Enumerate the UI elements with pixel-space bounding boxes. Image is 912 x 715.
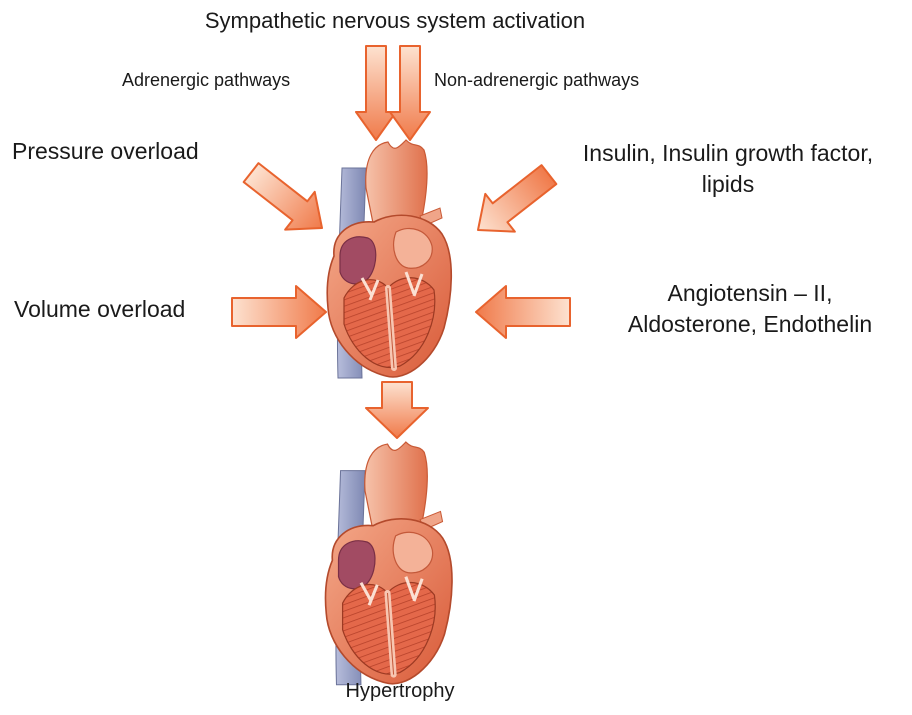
insulin-label: Insulin, Insulin growth factor, lipids xyxy=(548,138,908,200)
pressure-overload-arrow xyxy=(236,154,336,247)
adrenergic-label: Adrenergic pathways xyxy=(122,70,290,91)
angiotensin-arrow xyxy=(476,286,570,338)
hypertrophy-label: Hypertrophy xyxy=(0,680,800,703)
hypertrophy-arrow xyxy=(366,382,428,438)
heart-illustration-upper xyxy=(327,140,451,378)
heart-illustration-lower xyxy=(326,442,452,685)
top-label: Sympathetic nervous system activation xyxy=(0,8,790,34)
angiotensin-label: Angiotensin – II, Aldosterone, Endotheli… xyxy=(592,278,908,340)
non-adrenergic-label: Non-adrenergic pathways xyxy=(434,70,639,91)
non-adrenergic-arrow xyxy=(390,46,430,140)
angiotensin-label-line1: Angiotensin – II, xyxy=(592,278,908,309)
insulin-label-line1: Insulin, Insulin growth factor, xyxy=(548,138,908,169)
pressure-overload-label: Pressure overload xyxy=(12,138,199,165)
volume-overload-label: Volume overload xyxy=(14,296,185,323)
angiotensin-label-line2: Aldosterone, Endothelin xyxy=(592,309,908,340)
adrenergic-arrow xyxy=(356,46,396,140)
volume-overload-arrow xyxy=(232,286,326,338)
insulin-label-line2: lipids xyxy=(548,169,908,200)
